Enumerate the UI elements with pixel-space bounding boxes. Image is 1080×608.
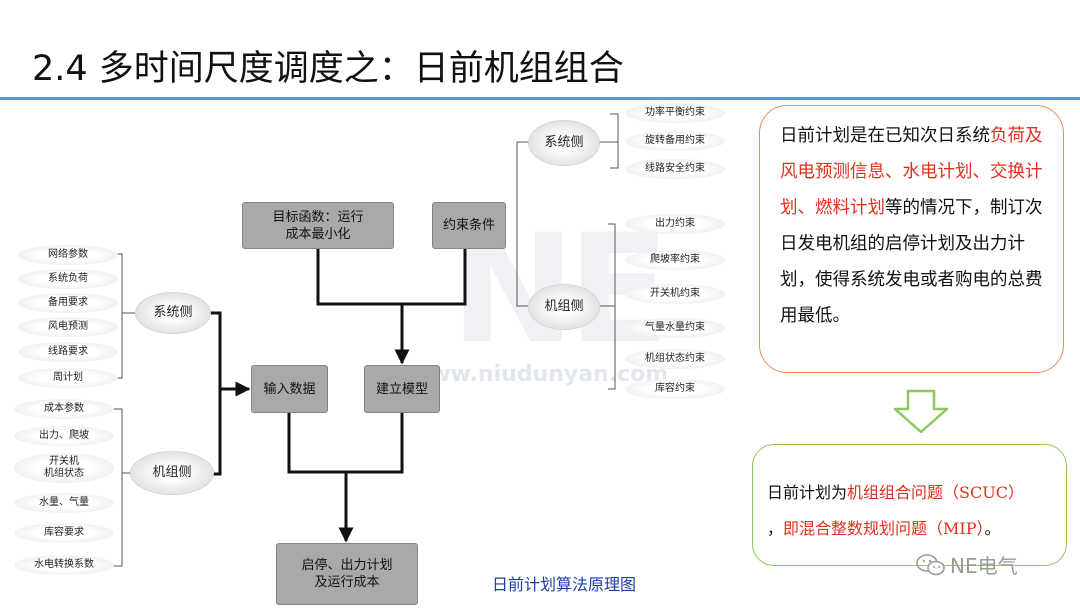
diagram-caption: 日前计划算法原理图	[492, 575, 637, 594]
description-highlight: 负荷及风电预测信息、水电计划、交换计划、燃料计划	[780, 126, 1043, 218]
right-unit-item-ramp-rate: 爬坡率约束	[625, 250, 725, 270]
conclusion-box: 日前计划为机组组合问题（SCUC） ，即混合整数规划问题（MIP）。	[752, 444, 1067, 566]
right-system-item-power-balance: 功率平衡约束	[625, 103, 725, 123]
conclusion-highlight-scuc: 机组组合问题（SCUC）	[847, 483, 1024, 502]
left-system-item-line-req: 线路要求	[18, 342, 118, 362]
left-system-item-wind-forecast: 风电预测	[18, 317, 118, 337]
wechat-icon	[916, 553, 945, 575]
objective-function-box: 目标函数：运行 成本最小化	[242, 202, 394, 249]
title-divider	[0, 97, 1080, 100]
left-unit-item-output-ramp: 出力、爬坡	[14, 426, 114, 446]
conclusion-highlight-mip: 即混合整数规划问题（MIP）	[783, 519, 985, 538]
right-unit-item-gas-water: 气量水量约束	[625, 318, 725, 338]
left-system-item-system-load: 系统负荷	[18, 269, 118, 289]
right-system-item-spinning-reserve: 旋转备用约束	[625, 131, 725, 151]
output-plan-box: 启停、出力计划 及运行成本	[276, 543, 418, 605]
right-unit-side-node: 机组侧	[528, 284, 600, 330]
brand-name: NE电气	[950, 554, 1018, 578]
constraints-box: 约束条件	[432, 202, 506, 249]
left-system-item-network-params: 网络参数	[18, 245, 118, 265]
left-unit-item-switch-state: 开关机 机组状态	[14, 453, 114, 483]
down-arrow-icon	[893, 389, 949, 434]
conclusion-text-2: ，	[767, 519, 784, 538]
left-unit-item-storage-req: 库容要求	[14, 523, 114, 543]
description-box: 日前计划是在已知次日系统负荷及风电预测信息、水电计划、交换计划、燃料计划等的情况…	[759, 105, 1064, 373]
right-unit-item-switch: 开关机约束	[625, 284, 725, 304]
right-unit-item-unit-state: 机组状态约束	[625, 349, 725, 369]
brand-watermark: NE电气	[916, 550, 1018, 579]
left-unit-item-cost-params: 成本参数	[14, 399, 114, 419]
left-system-item-weekly-plan: 周计划	[18, 368, 118, 388]
conclusion-text-3: 。	[984, 519, 1001, 538]
left-unit-item-hydro-conversion: 水电转换系数	[14, 555, 114, 575]
build-model-box: 建立模型	[364, 365, 440, 413]
right-system-item-line-security: 线路安全约束	[625, 159, 725, 179]
left-system-side-node: 系统侧	[135, 292, 211, 334]
left-unit-side-node: 机组侧	[130, 451, 214, 495]
right-unit-item-storage: 库容约束	[625, 379, 725, 399]
input-data-box: 输入数据	[251, 365, 328, 413]
left-system-item-reserve-req: 备用要求	[18, 293, 118, 313]
watermark-url: www.niudunyan.com	[410, 362, 669, 387]
left-unit-item-water-gas: 水量、气量	[14, 493, 114, 513]
right-system-side-node: 系统侧	[528, 120, 600, 166]
conclusion-text-1: 日前计划为	[767, 483, 848, 502]
slide-title: 2.4 多时间尺度调度之：日前机组组合	[32, 49, 624, 89]
description-text-1: 日前计划是在已知次日系统	[780, 126, 990, 146]
description-text-2: 等的情况下，制订次日发电机组的启停计划及出力计划，使得系统发电或者购电的总费用最…	[780, 198, 1043, 326]
right-unit-item-output: 出力约束	[625, 214, 725, 234]
